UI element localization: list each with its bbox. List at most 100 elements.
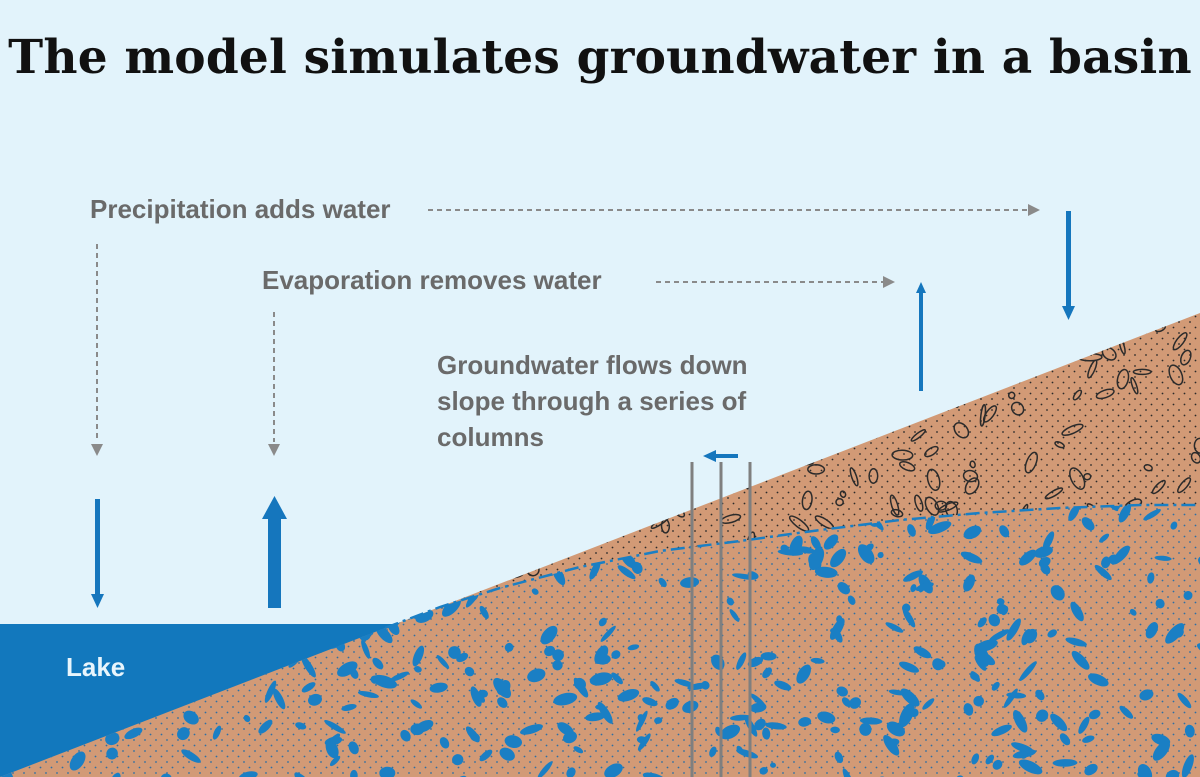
water-blob [168, 514, 179, 525]
water-blob [596, 505, 618, 507]
pebble [670, 328, 684, 342]
pebble [483, 512, 494, 535]
water-blob [1018, 759, 1043, 775]
water-blob [397, 517, 414, 532]
water-blob [25, 537, 45, 546]
water-blob [999, 525, 1010, 538]
pebble [969, 460, 976, 469]
water-blob [810, 657, 825, 664]
pebble [953, 422, 970, 439]
water-blob [798, 717, 812, 727]
pebble [979, 404, 987, 427]
water-blob [832, 627, 843, 643]
pebble [934, 500, 948, 511]
water-blob [1059, 733, 1071, 746]
water-blob [383, 577, 392, 588]
water-blob [604, 763, 623, 777]
pebble [651, 465, 661, 484]
water-blob [762, 667, 772, 679]
water-blob [63, 532, 71, 540]
arrow-down-icon [91, 499, 104, 608]
water-blob [457, 557, 482, 566]
water-blob [877, 552, 884, 559]
water-blob [350, 769, 358, 777]
pebble [891, 449, 914, 461]
water-blob [1118, 505, 1132, 523]
water-blob [112, 506, 121, 517]
water-blob [886, 738, 900, 747]
water-blob [885, 622, 904, 633]
pebble [416, 385, 429, 402]
pebble [914, 494, 924, 512]
water-blob [736, 652, 747, 670]
water-blob [1070, 601, 1084, 622]
water-blob [324, 543, 345, 555]
water-blob [443, 552, 459, 568]
pebble [420, 536, 432, 551]
water-blob [726, 597, 734, 606]
pebble [839, 490, 847, 498]
water-blob [387, 545, 400, 555]
model-columns [690, 462, 752, 777]
water-blob [760, 652, 777, 661]
water-blob [1019, 661, 1037, 682]
water-blob [1172, 625, 1184, 638]
water-blob [899, 661, 919, 673]
water-blob [563, 731, 577, 744]
pebble [1179, 349, 1192, 366]
water-blob [611, 650, 621, 659]
pebble [926, 468, 941, 491]
water-blob [474, 537, 501, 547]
water-blob [1047, 629, 1057, 638]
water-blob [617, 689, 640, 702]
water-blob [111, 550, 123, 575]
pebble [394, 537, 407, 556]
water-blob [589, 672, 613, 686]
water-blob [1129, 608, 1137, 616]
arrow-up-icon [916, 282, 926, 391]
water-blob [617, 565, 636, 580]
water-blob [859, 722, 872, 736]
water-blob [847, 595, 856, 605]
water-blob [156, 508, 181, 515]
pebble [1130, 376, 1139, 395]
water-blob [1081, 517, 1095, 531]
pebble [543, 513, 553, 526]
water-blob [1137, 764, 1153, 777]
pebble [858, 377, 870, 392]
precipitation-label: Precipitation adds water [90, 194, 391, 224]
pebble [570, 508, 582, 521]
pebble [1044, 487, 1064, 500]
water-blob [546, 511, 559, 533]
water-blob [330, 505, 344, 521]
water-blob [1139, 689, 1154, 701]
water-blob [272, 688, 286, 710]
water-blob [642, 697, 658, 707]
water-blob [991, 681, 1000, 691]
water-blob [1050, 585, 1065, 601]
water-blob [197, 564, 215, 577]
water-blob [1181, 754, 1194, 777]
water-blob [1099, 533, 1110, 543]
water-blob [105, 732, 120, 746]
pebble [898, 461, 916, 472]
water-blob [680, 577, 700, 588]
water-blob [841, 697, 852, 707]
pebble [1168, 364, 1184, 386]
water-blob [1006, 618, 1021, 641]
water-blob [109, 528, 116, 538]
water-blob [177, 727, 190, 741]
pebble [392, 478, 407, 500]
pebble [577, 526, 595, 545]
pebble [1140, 313, 1149, 316]
water-blob [796, 546, 815, 554]
water-blob [720, 724, 741, 740]
water-blob [1035, 689, 1045, 701]
pebble [529, 486, 542, 499]
pebble [404, 373, 418, 390]
pebble [478, 455, 496, 462]
water-blob [553, 692, 578, 706]
water-blob [1052, 759, 1078, 767]
pebble [955, 359, 967, 370]
water-blob [448, 646, 461, 659]
